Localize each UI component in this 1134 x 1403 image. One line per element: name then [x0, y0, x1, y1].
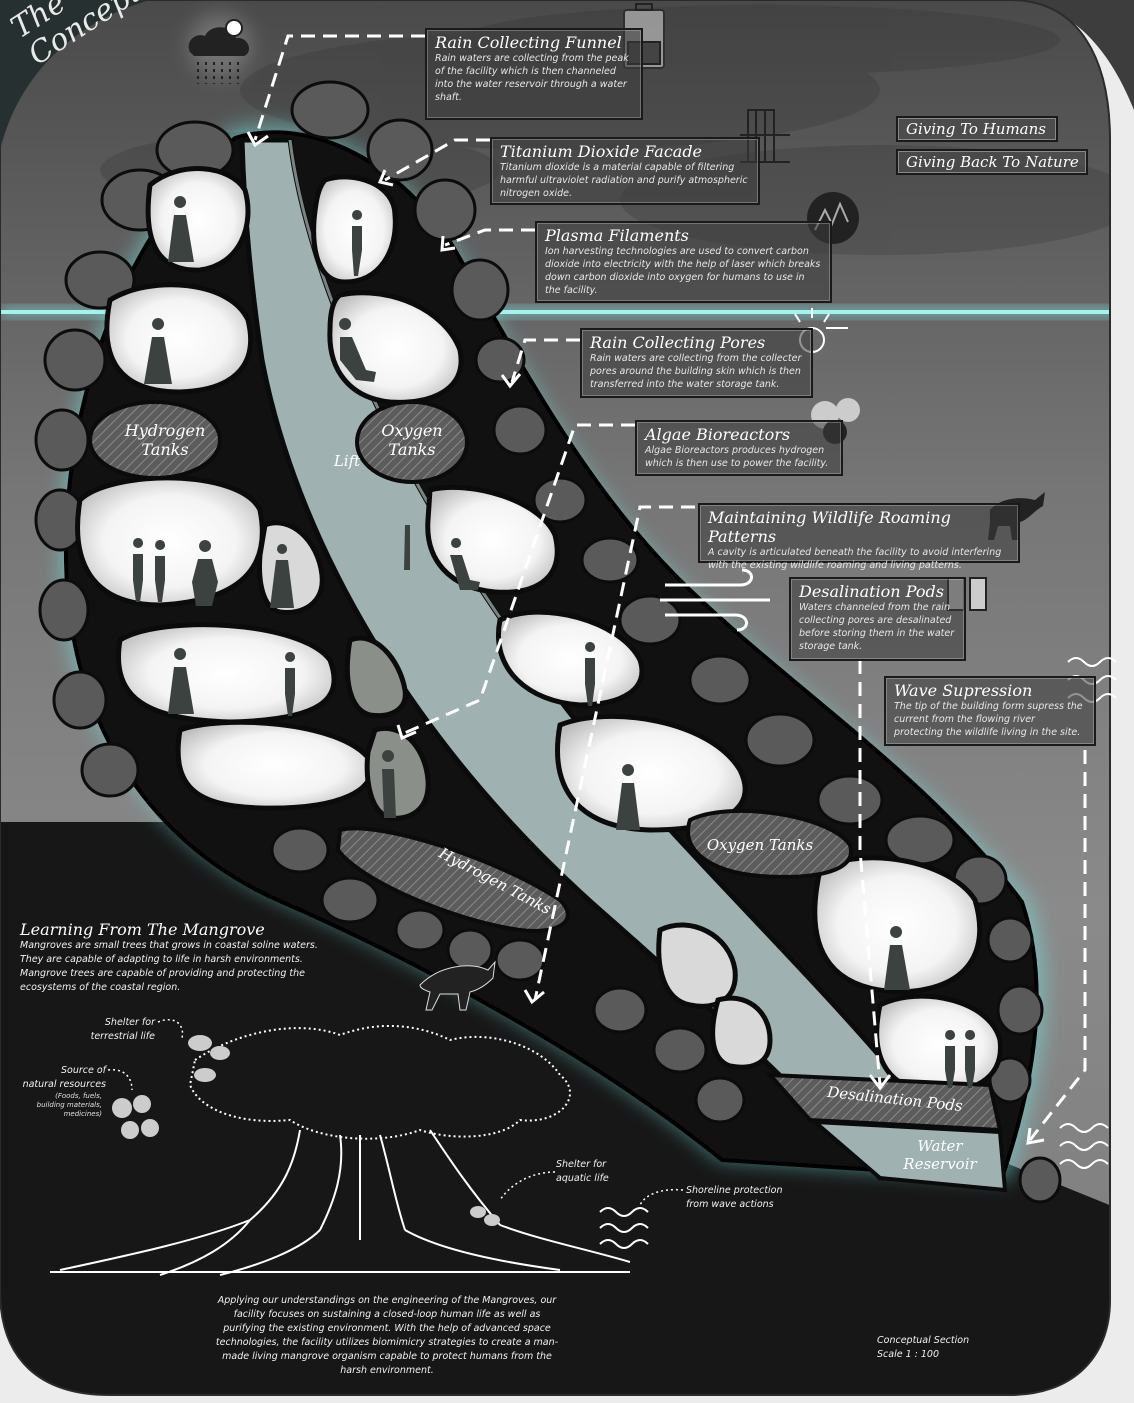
- annotation-line: Shelter for: [556, 1159, 607, 1170]
- label-line: Oxygen: [381, 421, 443, 440]
- corner-tab: [1020, 0, 1134, 110]
- callout-title: Titanium Dioxide Facade: [500, 142, 703, 161]
- annotation-shoreline: Shoreline protection from wave actions: [686, 1184, 806, 1212]
- mangrove-title: Learning From The Mangrove: [20, 920, 265, 939]
- callout-algae-bioreactors: Algae Bioreactors Algae Bioreactors prod…: [635, 420, 843, 476]
- annotation-line: building materials,: [36, 1101, 102, 1109]
- callout-titanium-dioxide-facade: Titanium Dioxide Facade Titanium dioxide…: [490, 137, 760, 205]
- hydrogen-tank-top: [88, 400, 222, 480]
- callout-text: Ion harvesting technologies are used to …: [545, 246, 821, 296]
- label-line: Reservoir: [903, 1155, 977, 1173]
- label-line: Tanks: [388, 440, 436, 460]
- label-water-reservoir: Water Reservoir: [890, 1137, 990, 1173]
- annotation-line: (Foods, fuels,: [55, 1092, 102, 1100]
- ground: [0, 822, 1110, 1395]
- legend-giving-back-to-nature: Giving Back To Nature: [896, 149, 1088, 175]
- leaf-icons: [188, 1035, 230, 1082]
- callout-text: Rain waters are collecting from the coll…: [590, 353, 802, 390]
- callout-title: Rain Collecting Funnel: [435, 33, 622, 52]
- fish-icon: [470, 1206, 500, 1226]
- annotation-line: Shelter for: [104, 1017, 155, 1028]
- ground-wolf-icon: [419, 960, 496, 1011]
- callout-title: Wave Supression: [894, 681, 1033, 700]
- mangrove-text: Mangroves are small trees that grows in …: [20, 940, 318, 993]
- human-silhouettes: [133, 196, 976, 1088]
- callout-plasma-filaments: Plasma Filaments Ion harvesting technolo…: [535, 221, 832, 303]
- label-line: Water: [917, 1137, 963, 1155]
- callout-title: Maintaining Wildlife Roaming Patterns: [708, 508, 951, 546]
- callout-text: Waters channeled from the rain collectin…: [799, 602, 955, 652]
- annotation-line: terrestrial life: [90, 1031, 155, 1042]
- annotation-aquatic: Shelter for aquatic life: [556, 1158, 636, 1186]
- annotation-line: from wave actions: [686, 1199, 774, 1210]
- hydrogen-tank-bottom: [335, 826, 570, 933]
- title-corner: [0, 0, 150, 150]
- resources-icons: [112, 1095, 159, 1139]
- annotation-arrows: [107, 1018, 684, 1206]
- callout-text: Algae Bioreactors produces hydrogen whic…: [645, 445, 829, 469]
- annotation-resources: Source of natural resources: [6, 1064, 106, 1092]
- oxygen-tank-bottom: [686, 808, 854, 879]
- facade-pores: [34, 80, 1062, 1204]
- callout-rain-collecting-pores: Rain Collecting Pores Rain waters are co…: [580, 328, 813, 398]
- closing-text: Applying our understandings on the engin…: [215, 1295, 559, 1376]
- callout-text: Titanium dioxide is a material capable o…: [500, 162, 748, 199]
- callout-text: The tip of the building form supress the…: [894, 701, 1083, 738]
- callout-text: Rain waters are collecting from the peak…: [435, 53, 629, 103]
- callout-title: Algae Bioreactors: [645, 425, 791, 444]
- annotation-line: Shoreline protection: [686, 1185, 783, 1196]
- oxygen-tank-top: [355, 400, 469, 484]
- label-lift: Lift: [333, 452, 361, 470]
- label-line: Tanks: [141, 440, 189, 460]
- leader-arrowheads: [246, 131, 1045, 1145]
- callout-wave-supression: Wave Supression The tip of the building …: [884, 676, 1096, 746]
- callout-title: Rain Collecting Pores: [590, 333, 766, 352]
- label-hydrogen-tanks-top: Hydrogen Tanks: [110, 421, 220, 459]
- label-oxygen-tanks-top: Oxygen Tanks: [362, 421, 462, 459]
- annotation-line: medicines): [63, 1110, 102, 1118]
- annotation-line: natural resources: [22, 1079, 106, 1090]
- annotation-line: aquatic life: [556, 1173, 609, 1184]
- callout-wildlife-roaming: Maintaining Wildlife Roaming Patterns A …: [698, 503, 1020, 571]
- horizon-line: [0, 310, 1110, 314]
- label-line: Hydrogen: [124, 421, 206, 440]
- mangrove-tree-illustration: [50, 1025, 631, 1276]
- callout-title: Desalination Pods: [799, 582, 944, 601]
- wind-icon: [660, 568, 770, 632]
- scale-line: Conceptual Section: [877, 1335, 970, 1346]
- water-reservoir: [809, 1119, 1008, 1193]
- callout-title: Plasma Filaments: [545, 226, 689, 245]
- label-oxygen-tanks-bottom: Oxygen Tanks: [706, 836, 814, 854]
- callout-rain-collecting-funnel: Rain Collecting Funnel Rain waters are c…: [425, 28, 643, 120]
- annotation-terrestrial: Shelter for terrestrial life: [60, 1016, 155, 1044]
- scale-line: Scale 1 : 100: [877, 1349, 939, 1360]
- callout-text: A cavity is articulated beneath the faci…: [708, 547, 1002, 571]
- legend-giving-to-humans: Giving To Humans: [896, 116, 1058, 142]
- annotation-line: Source of: [60, 1065, 106, 1076]
- scale-note: Conceptual Section Scale 1 : 100: [877, 1334, 1027, 1362]
- annotation-resources-detail: (Foods, fuels, building materials, medic…: [6, 1092, 102, 1119]
- callout-desalination-pods: Desalination Pods Waters channeled from …: [789, 577, 966, 661]
- leader-lines: [253, 34, 1087, 1141]
- rain-cloud-icon: [188, 13, 252, 84]
